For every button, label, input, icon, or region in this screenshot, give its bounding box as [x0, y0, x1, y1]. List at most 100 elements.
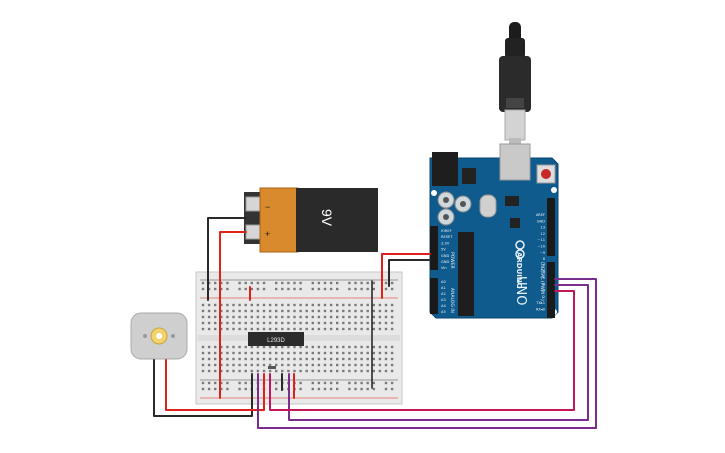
- breadboard-hole[interactable]: [214, 387, 217, 391]
- breadboard-hole[interactable]: [220, 315, 223, 319]
- breadboard-hole[interactable]: [378, 321, 382, 325]
- breadboard-hole[interactable]: [268, 315, 272, 319]
- breadboard-hole[interactable]: [372, 381, 375, 385]
- breadboard-hole[interactable]: [354, 309, 357, 313]
- breadboard-hole[interactable]: [305, 303, 308, 307]
- breadboard-hole[interactable]: [360, 387, 363, 391]
- breadboard-hole[interactable]: [390, 287, 394, 291]
- breadboard-hole[interactable]: [360, 351, 363, 355]
- breadboard-hole[interactable]: [317, 381, 321, 385]
- breadboard-hole[interactable]: [293, 363, 296, 367]
- breadboard-hole[interactable]: [287, 303, 290, 307]
- breadboard-hole[interactable]: [262, 357, 266, 361]
- breadboard-hole[interactable]: [244, 345, 247, 349]
- breadboard-hole[interactable]: [268, 303, 272, 307]
- battery-negative-wire[interactable]: [207, 217, 247, 301]
- breadboard-hole[interactable]: [305, 351, 308, 355]
- breadboard-hole[interactable]: [232, 303, 235, 307]
- breadboard-hole[interactable]: [275, 281, 278, 285]
- breadboard-hole[interactable]: [275, 321, 278, 325]
- breadboard[interactable]: [195, 271, 403, 405]
- breadboard-hole[interactable]: [390, 363, 394, 367]
- breadboard-hole[interactable]: [354, 281, 357, 285]
- breadboard-hole[interactable]: [378, 363, 382, 367]
- breadboard-hole[interactable]: [250, 351, 253, 355]
- breadboard-hole[interactable]: [226, 351, 229, 355]
- breadboard-hole[interactable]: [214, 381, 217, 385]
- breadboard-hole[interactable]: [366, 287, 369, 291]
- breadboard-hole[interactable]: [275, 327, 278, 331]
- breadboard-hole[interactable]: [250, 315, 253, 319]
- breadboard-hole[interactable]: [220, 281, 223, 285]
- breadboard-hole[interactable]: [226, 369, 229, 373]
- breadboard-hole[interactable]: [360, 303, 363, 307]
- breadboard-hole[interactable]: [366, 369, 369, 373]
- breadboard-hole[interactable]: [323, 315, 327, 319]
- breadboard-hole[interactable]: [207, 281, 211, 285]
- breadboard-hole[interactable]: [354, 363, 357, 367]
- breadboard-hole[interactable]: [207, 327, 211, 331]
- breadboard-hole[interactable]: [323, 327, 327, 331]
- breadboard-hole[interactable]: [287, 287, 290, 291]
- breadboard-hole[interactable]: [214, 309, 217, 313]
- breadboard-hole[interactable]: [250, 345, 253, 349]
- breadboard-hole[interactable]: [384, 287, 388, 291]
- breadboard-hole[interactable]: [329, 303, 333, 307]
- breadboard-hole[interactable]: [348, 387, 351, 391]
- breadboard-hole[interactable]: [238, 321, 241, 325]
- breadboard-hole[interactable]: [262, 309, 266, 313]
- breadboard-hole[interactable]: [207, 369, 211, 373]
- breadboard-hole[interactable]: [366, 315, 369, 319]
- breadboard-hole[interactable]: [305, 321, 308, 325]
- breadboard-hole[interactable]: [207, 309, 211, 313]
- breadboard-hole[interactable]: [323, 287, 327, 291]
- breadboard-hole[interactable]: [244, 363, 247, 367]
- breadboard-hole[interactable]: [268, 351, 272, 355]
- breadboard-hole[interactable]: [268, 357, 272, 361]
- breadboard-hole[interactable]: [232, 315, 235, 319]
- breadboard-hole[interactable]: [372, 315, 375, 319]
- breadboard-hole[interactable]: [305, 357, 308, 361]
- breadboard-hole[interactable]: [329, 315, 333, 319]
- breadboard-hole[interactable]: [354, 369, 357, 373]
- breadboard-hole[interactable]: [311, 369, 314, 373]
- breadboard-hole[interactable]: [214, 369, 217, 373]
- breadboard-hole[interactable]: [329, 321, 333, 325]
- breadboard-hole[interactable]: [336, 287, 339, 291]
- breadboard-hole[interactable]: [342, 303, 345, 307]
- breadboard-hole[interactable]: [329, 327, 333, 331]
- breadboard-hole[interactable]: [390, 345, 394, 349]
- breadboard-hole[interactable]: [244, 315, 247, 319]
- breadboard-hole[interactable]: [372, 357, 375, 361]
- breadboard-hole[interactable]: [372, 387, 375, 391]
- breadboard-hole[interactable]: [390, 357, 394, 361]
- breadboard-hole[interactable]: [226, 381, 229, 385]
- breadboard-hole[interactable]: [366, 357, 369, 361]
- breadboard-hole[interactable]: [220, 287, 223, 291]
- breadboard-hole[interactable]: [207, 363, 211, 367]
- breadboard-hole[interactable]: [311, 327, 314, 331]
- battery-positive-wire[interactable]: [219, 231, 247, 399]
- breadboard-hole[interactable]: [214, 363, 217, 367]
- breadboard-hole[interactable]: [256, 363, 260, 367]
- breadboard-hole[interactable]: [348, 351, 351, 355]
- breadboard-hole[interactable]: [268, 321, 272, 325]
- breadboard-hole[interactable]: [311, 381, 314, 385]
- breadboard-hole[interactable]: [293, 327, 296, 331]
- breadboard-hole[interactable]: [329, 351, 333, 355]
- breadboard-hole[interactable]: [201, 321, 205, 325]
- breadboard-hole[interactable]: [256, 357, 260, 361]
- breadboard-hole[interactable]: [311, 309, 314, 313]
- breadboard-hole[interactable]: [238, 363, 241, 367]
- breadboard-hole[interactable]: [317, 315, 321, 319]
- breadboard-hole[interactable]: [360, 381, 363, 385]
- breadboard-hole[interactable]: [311, 321, 314, 325]
- breadboard-hole[interactable]: [360, 315, 363, 319]
- breadboard-hole[interactable]: [214, 327, 217, 331]
- breadboard-hole[interactable]: [220, 351, 223, 355]
- breadboard-hole[interactable]: [329, 309, 333, 313]
- breadboard-hole[interactable]: [336, 363, 339, 367]
- breadboard-hole[interactable]: [348, 321, 351, 325]
- breadboard-hole[interactable]: [360, 327, 363, 331]
- breadboard-hole[interactable]: [238, 345, 241, 349]
